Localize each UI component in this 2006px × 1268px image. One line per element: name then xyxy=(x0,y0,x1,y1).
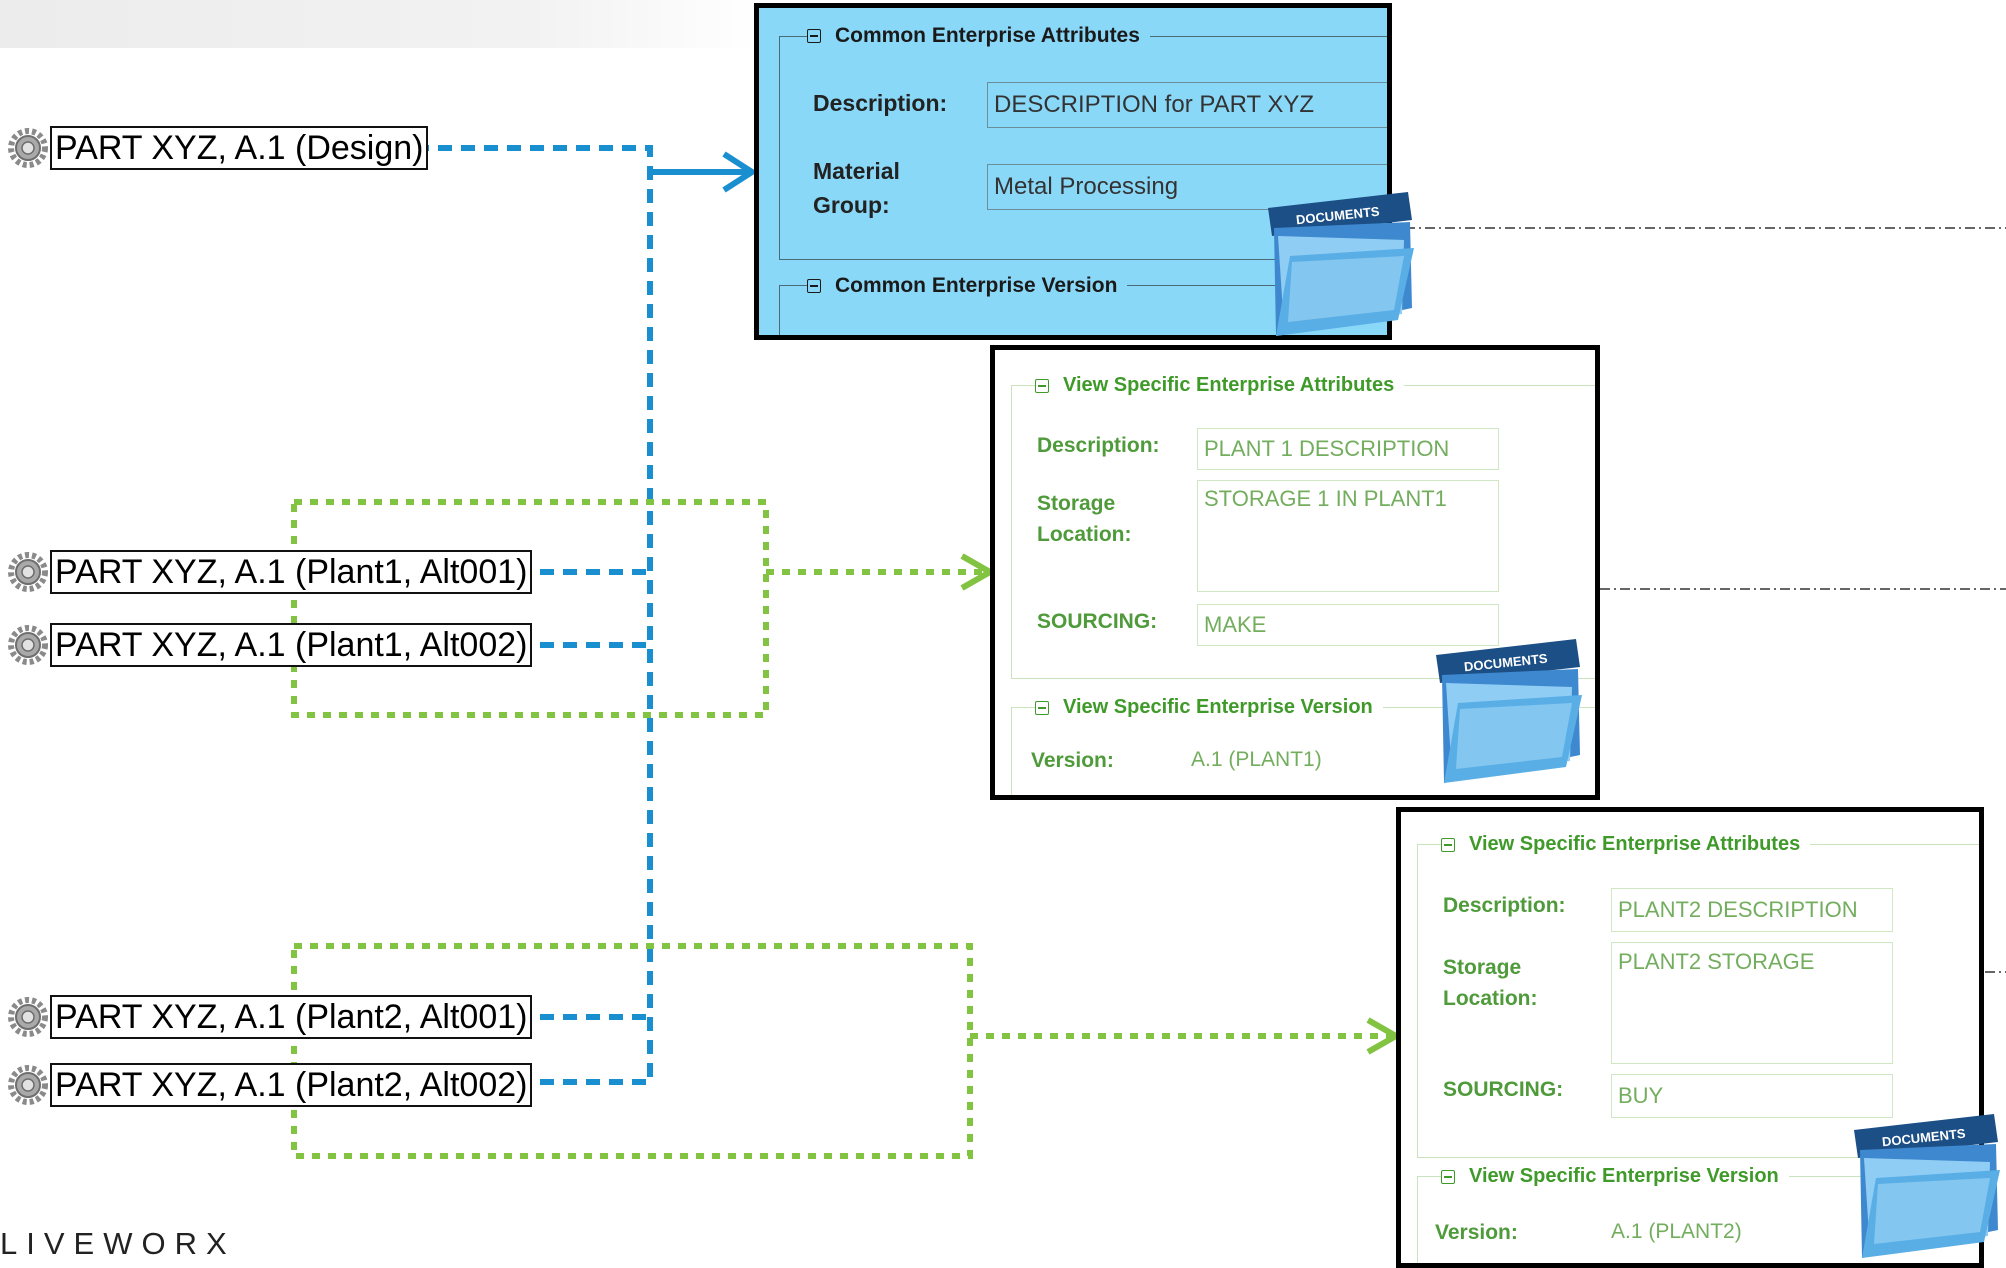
part-label: PART XYZ, A.1 (Plant2, Alt002) xyxy=(50,1063,533,1107)
liveworx-wordmark: LIVEWORX xyxy=(0,1226,236,1261)
common-enterprise-panel: Common Enterprise Attributes Description… xyxy=(754,3,1392,340)
section-title: Common Enterprise Version xyxy=(835,274,1118,297)
documents-folder-icon[interactable]: DOCUMENTS xyxy=(1848,1110,2004,1260)
part-label: PART XYZ, A.1 (Plant1, Alt002) xyxy=(50,623,533,667)
sourcing-label: SOURCING: xyxy=(1037,610,1158,633)
part-node-plant2-alt002[interactable]: PART XYZ, A.1 (Plant2, Alt002) xyxy=(6,1062,533,1108)
top-banner xyxy=(0,0,760,48)
section-title: View Specific Enterprise Version xyxy=(1063,696,1373,718)
part-label: PART XYZ, A.1 (Design) xyxy=(50,126,429,170)
part-node-plant2-alt001[interactable]: PART XYZ, A.1 (Plant2, Alt001) xyxy=(6,994,533,1040)
version-value: A.1 (PLANT2) xyxy=(1611,1220,1742,1243)
plant2-attributes-header[interactable]: View Specific Enterprise Attributes xyxy=(1441,833,1811,856)
plant2-group-box xyxy=(291,943,973,1159)
description-label: Description: xyxy=(813,90,948,116)
material-group-label: Material Group: xyxy=(813,158,900,218)
gear-icon xyxy=(8,997,48,1037)
version-label: Version: xyxy=(1031,749,1114,772)
common-attributes-header[interactable]: Common Enterprise Attributes xyxy=(807,24,1150,48)
collapse-icon[interactable] xyxy=(1035,378,1049,393)
collapse-icon[interactable] xyxy=(1441,837,1455,852)
dash-dot-leaders xyxy=(1405,227,2006,973)
version-label: Version: xyxy=(1435,1221,1518,1244)
section-title: View Specific Enterprise Version xyxy=(1469,1165,1779,1187)
description-label: Description: xyxy=(1037,434,1160,457)
plant1-group-box xyxy=(291,499,769,718)
common-version-header[interactable]: Common Enterprise Version xyxy=(807,274,1128,298)
description-label: Description: xyxy=(1443,894,1566,917)
design-trunk xyxy=(415,145,653,1082)
blue-arrow-head xyxy=(722,151,758,193)
collapse-icon[interactable] xyxy=(807,279,821,293)
part-label: PART XYZ, A.1 (Plant1, Alt001) xyxy=(50,550,533,594)
description-field[interactable]: PLANT 1 DESCRIPTION xyxy=(1197,428,1499,470)
sourcing-label: SOURCING: xyxy=(1443,1078,1564,1101)
green-connectors xyxy=(291,499,1390,1159)
part-node-plant1-alt002[interactable]: PART XYZ, A.1 (Plant1, Alt002) xyxy=(6,622,533,668)
sourcing-field[interactable]: MAKE xyxy=(1197,604,1499,646)
gear-icon xyxy=(8,128,48,168)
part-label: PART XYZ, A.1 (Plant2, Alt001) xyxy=(50,995,533,1039)
documents-folder-icon[interactable]: DOCUMENTS xyxy=(1262,188,1418,338)
gear-icon xyxy=(8,625,48,665)
plant1-version-header[interactable]: View Specific Enterprise Version xyxy=(1035,696,1383,719)
plant2-version-header[interactable]: View Specific Enterprise Version xyxy=(1441,1165,1789,1188)
sourcing-field[interactable]: BUY xyxy=(1611,1074,1893,1118)
part-node-design[interactable]: PART XYZ, A.1 (Design) xyxy=(6,125,429,171)
section-title: View Specific Enterprise Attributes xyxy=(1063,374,1395,396)
gear-icon xyxy=(8,1065,48,1105)
description-field[interactable]: DESCRIPTION for PART XYZ xyxy=(987,82,1387,128)
section-title: View Specific Enterprise Attributes xyxy=(1469,833,1801,855)
version-value: A.1 (PLANT1) xyxy=(1191,748,1322,771)
storage-location-field[interactable]: STORAGE 1 IN PLANT1 xyxy=(1197,480,1499,592)
storage-location-label: Storage Location: xyxy=(1443,956,1538,1010)
storage-location-field[interactable]: PLANT2 STORAGE xyxy=(1611,942,1893,1064)
gear-icon xyxy=(8,552,48,592)
collapse-icon[interactable] xyxy=(1441,1169,1455,1184)
plant1-attributes-header[interactable]: View Specific Enterprise Attributes xyxy=(1035,374,1405,397)
part-node-plant1-alt001[interactable]: PART XYZ, A.1 (Plant1, Alt001) xyxy=(6,549,533,595)
description-field[interactable]: PLANT2 DESCRIPTION xyxy=(1611,888,1893,932)
collapse-icon[interactable] xyxy=(1035,700,1049,715)
blue-connectors xyxy=(415,145,653,1085)
documents-folder-icon[interactable]: DOCUMENTS xyxy=(1430,635,1586,785)
storage-location-label: Storage Location: xyxy=(1037,492,1132,546)
collapse-icon[interactable] xyxy=(807,29,821,43)
section-title: Common Enterprise Attributes xyxy=(835,24,1140,47)
